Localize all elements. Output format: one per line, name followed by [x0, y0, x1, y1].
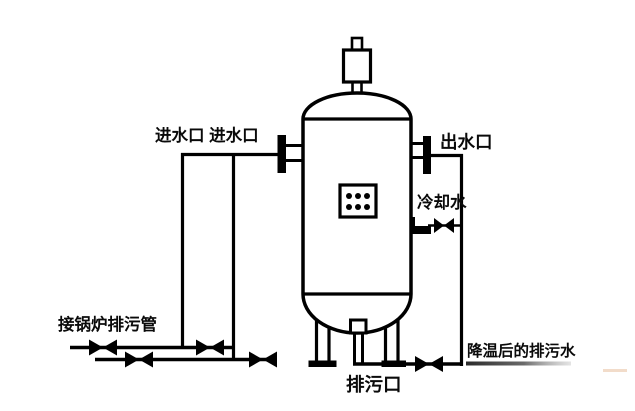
right-leg-foot — [381, 360, 406, 367]
drain-port-label: 排污口 — [346, 374, 402, 395]
cooling-inlet-stub-icon — [413, 226, 431, 234]
tank-vessel — [277, 36, 431, 335]
manhole-bolt-dots — [346, 193, 370, 210]
boiler-blowdown-label: 接锅炉排污管 — [58, 314, 157, 334]
valve-icon-upper-blowdown-1 — [89, 339, 117, 356]
cooling-water-label: 冷却水 — [417, 192, 467, 212]
valve-icon-drain-line — [415, 356, 443, 372]
cooled-water-label-underline — [466, 361, 571, 366]
outlet-flange-icon — [423, 136, 431, 174]
outlet-piping — [430, 153, 464, 366]
valve-icon-lower-blowdown-1 — [125, 351, 153, 368]
left-leg-foot — [308, 360, 337, 367]
outlet-port-label: 出水口 — [440, 132, 493, 152]
drain-nozzle-icon — [349, 318, 368, 335]
inlet-ports-label: 进水口 进水口 — [155, 125, 259, 145]
cooled-blowdown-label: 降温后的排污水 — [467, 341, 576, 360]
inlet-piping — [180, 152, 279, 361]
valves — [89, 339, 443, 372]
valve-icon-lower-blowdown-2 — [249, 351, 277, 368]
drain-piping — [353, 332, 463, 366]
manhole-plate-icon — [338, 183, 378, 219]
vent-head-box-icon — [341, 48, 373, 84]
valve-icon-cooling-water — [434, 218, 454, 233]
valve-icon-upper-blowdown-2 — [196, 339, 224, 356]
watermark-artifact — [603, 369, 627, 372]
inlet-flange-icon — [277, 135, 286, 173]
